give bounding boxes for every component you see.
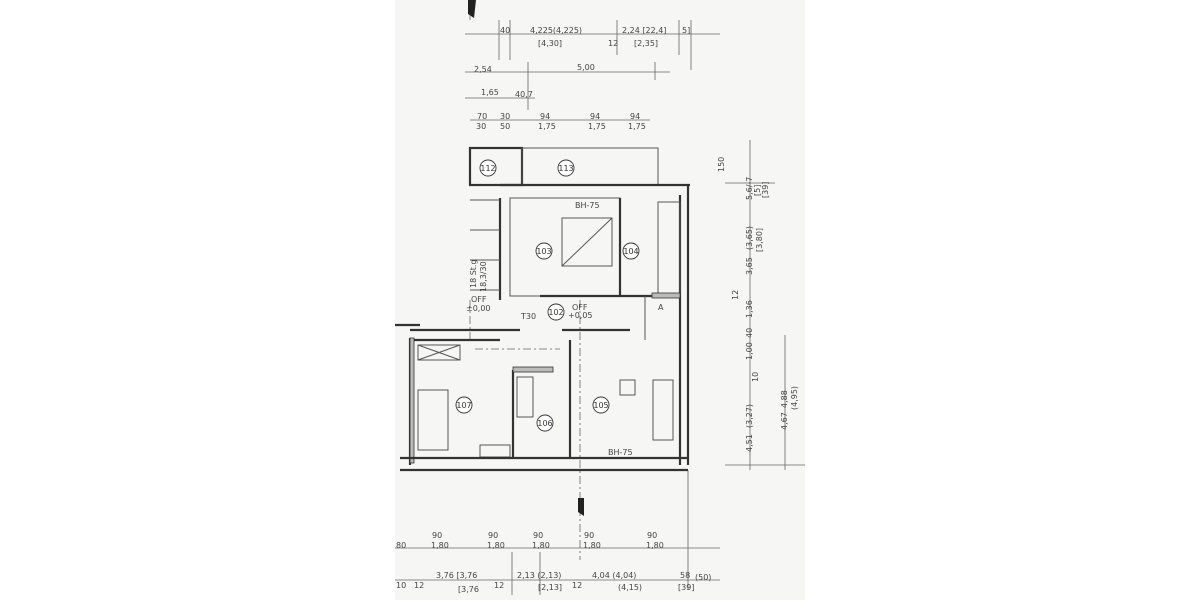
room-102: 102 <box>548 308 563 317</box>
dim-text: (4,95) <box>790 386 799 410</box>
scan-background <box>395 0 805 600</box>
dim-text: (3,27) <box>745 404 754 428</box>
dim-text: 40,7 <box>515 90 533 99</box>
dim-text: 12 <box>731 290 740 300</box>
dim-text: 40 <box>745 328 754 338</box>
walls <box>395 146 690 472</box>
dim-text: 2,13 (2,13) <box>517 571 561 580</box>
dim-text: 40 <box>500 26 510 35</box>
dim-text: 90 <box>647 531 657 540</box>
radiator-top-label: BH-75 <box>575 201 600 210</box>
dim-text: [5] <box>753 185 762 196</box>
dim-text: 1,80 <box>431 541 449 550</box>
dim-text: 1,75 <box>628 122 646 131</box>
dim-text: 1,80 <box>646 541 664 550</box>
dim-text: 5,00 <box>577 63 595 72</box>
dim-text: 3,65 <box>745 257 754 275</box>
dim-text: (3,65) <box>745 226 754 250</box>
annotations: BH-75 BH-75 OFF ±0,00 OFF +0,05 T30 A 18… <box>466 201 664 457</box>
room-105: 105 <box>593 401 608 410</box>
room-113: 113 <box>558 164 573 173</box>
dim-text: 30 <box>500 112 510 121</box>
dim-text: 150 <box>717 157 726 172</box>
dimensions-right: 150 5,6/-7 [5] [39] 3,65 (3,65) [3,80] 1… <box>717 157 799 452</box>
dim-text: 4,225(4,225) <box>530 26 582 35</box>
room-103: 103 <box>536 247 551 256</box>
dim-text: 1,80 <box>583 541 601 550</box>
dim-text: 12 <box>494 581 504 590</box>
stair-note: 18 St.g <box>469 259 478 288</box>
room-106: 106 <box>537 419 552 428</box>
dim-text: 2,24 [22,4] <box>622 26 666 35</box>
level-stair-label: OFF <box>471 295 487 304</box>
dim-text: [39] <box>761 182 770 198</box>
dim-text: 90 <box>533 531 543 540</box>
dim-text: 94 <box>540 112 550 121</box>
room-labels: 112 113 103 104 102 107 106 105 <box>455 159 640 432</box>
dim-text: [39] <box>678 583 694 592</box>
dim-text: (4,15) <box>618 583 642 592</box>
dim-text: 1,75 <box>588 122 606 131</box>
dim-text: 12 <box>608 39 618 48</box>
room-104: 104 <box>623 247 638 256</box>
section-marker-bottom-icon <box>578 498 584 516</box>
dimension-lines <box>395 0 805 595</box>
dim-text: 1,00 <box>745 342 754 360</box>
dimensions-top: 40 4,225(4,225) [4,30] 12 2,24 [22,4] [2… <box>474 26 690 131</box>
dim-text: 58 <box>680 571 690 580</box>
dim-text: 2,54 <box>474 65 492 74</box>
radiator-bottom-label: BH-75 <box>608 448 633 457</box>
dim-text: 1,80 <box>532 541 550 550</box>
stair-note-2: 18,3/30 <box>479 261 488 292</box>
dim-text: [2,35] <box>634 39 658 48</box>
dim-text: [2,13] <box>538 583 562 592</box>
room-112: 112 <box>480 164 495 173</box>
dim-text: [3,80] <box>755 228 764 252</box>
dim-text: 10 <box>751 372 760 382</box>
dim-text: 5] <box>682 26 690 35</box>
dim-text: 3,76 [3,76 <box>436 571 477 580</box>
dim-text: [3,76 <box>458 585 479 594</box>
dim-text: 94 <box>630 112 640 121</box>
dim-text: 1,65 <box>481 88 499 97</box>
dim-text: 94 <box>590 112 600 121</box>
dim-text: [4,30] <box>538 39 562 48</box>
dim-text: 90 <box>584 531 594 540</box>
level-hall-label: OFF <box>572 303 588 312</box>
dim-text: 90 <box>432 531 442 540</box>
dim-text: 4,67 <box>780 412 789 430</box>
dim-text: 90 <box>488 531 498 540</box>
level-hall-value: +0,05 <box>568 311 593 320</box>
door-t30-label: T30 <box>520 312 536 321</box>
dim-text: 4,51 <box>745 434 754 452</box>
dim-text: 4,04 (4,04) <box>592 571 636 580</box>
dim-text: 10 <box>396 581 406 590</box>
dim-text: 4,88 <box>780 390 789 408</box>
section-marker-top-icon <box>468 0 476 18</box>
dim-text: 1,80 <box>487 541 505 550</box>
dim-text: 1,36 <box>745 300 754 318</box>
dim-text: 5,6/-7 <box>745 177 754 200</box>
level-stair-value: ±0,00 <box>466 304 491 313</box>
dimensions-bottom: 80 90 1,80 90 1,80 90 1,80 90 1,80 90 1,… <box>396 531 711 594</box>
niche-label: A <box>658 303 664 312</box>
dim-text: 12 <box>572 581 582 590</box>
dim-text: 80 <box>396 541 406 550</box>
dim-text: 50 <box>500 122 510 131</box>
dim-text: 30 <box>476 122 486 131</box>
dim-text: 12 <box>414 581 424 590</box>
dim-text: (50) <box>695 573 711 582</box>
room-107: 107 <box>456 401 471 410</box>
dim-text: 70 <box>477 112 487 121</box>
dim-text: 1,75 <box>538 122 556 131</box>
